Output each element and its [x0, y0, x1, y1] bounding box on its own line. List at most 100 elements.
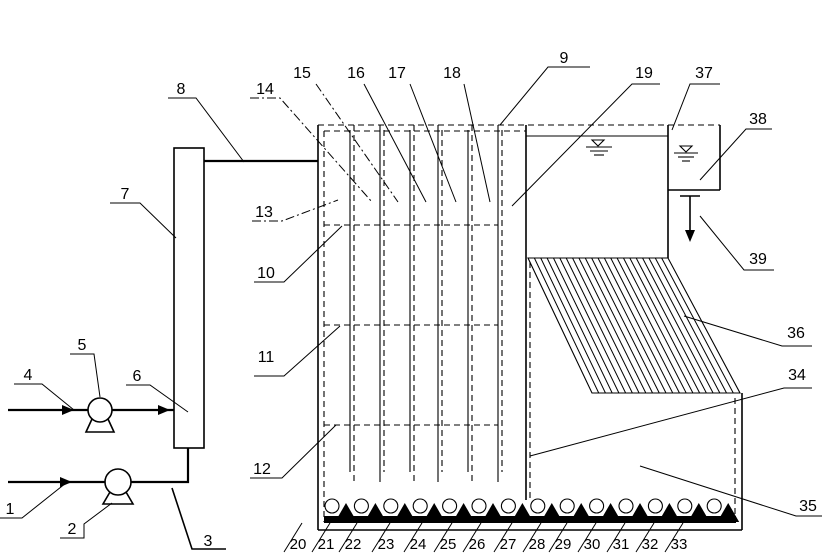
inclined-plate	[616, 257, 687, 394]
aeration-support-triangle	[364, 503, 387, 522]
aeration-diffuser	[471, 498, 487, 514]
leader-33	[664, 522, 684, 553]
aeration-diffuser	[706, 498, 722, 514]
label-11: 11	[258, 349, 275, 366]
label-39: 39	[749, 251, 767, 268]
label-16: 16	[347, 65, 365, 82]
label-23: 23	[378, 536, 395, 553]
inclined-plate	[661, 257, 734, 394]
label-15: 15	[293, 65, 311, 82]
aeration-diffuser	[647, 498, 663, 514]
inclined-plate	[540, 257, 606, 394]
label-1: 1	[6, 501, 15, 518]
leader-17	[409, 83, 457, 203]
label-32: 32	[642, 536, 659, 553]
leader-32	[635, 522, 655, 553]
label-22: 22	[345, 536, 362, 553]
label-9: 9	[560, 50, 569, 67]
inclined-plate	[610, 257, 680, 394]
leader-6	[126, 384, 189, 413]
leader-21	[311, 522, 331, 553]
aeration-diffuser	[589, 498, 605, 514]
leader-30	[577, 522, 597, 553]
leader-34	[529, 387, 812, 457]
inclined-plate	[565, 257, 633, 394]
inclined-plate	[654, 257, 727, 394]
label-24: 24	[410, 536, 427, 553]
inclined-plate-group	[533, 257, 734, 394]
inclined-plate	[584, 257, 653, 394]
label-29: 29	[555, 536, 572, 553]
leader-11	[254, 325, 341, 377]
aeration-band	[324, 498, 740, 523]
pump-2	[104, 468, 132, 496]
aeration-support-triangle	[629, 503, 651, 522]
inclined-plate	[546, 257, 613, 394]
aeration-diffuser	[353, 498, 369, 514]
leader-28	[522, 522, 542, 553]
leader-20	[283, 522, 303, 553]
label-26: 26	[469, 536, 486, 553]
label-13: 13	[255, 204, 273, 221]
aeration-support-triangle	[687, 503, 710, 522]
pump-5	[87, 397, 113, 423]
inclined-plate	[572, 257, 640, 394]
pump-2-outlet-line	[131, 448, 190, 484]
leader-29	[548, 522, 568, 553]
water-level-icon	[674, 145, 698, 162]
label-33: 33	[671, 536, 688, 553]
inclined-plate	[597, 257, 667, 394]
column-7	[173, 147, 205, 449]
inclined-plate	[553, 257, 620, 394]
aeration-diffuser	[500, 498, 516, 514]
leader-14	[250, 97, 373, 203]
inclined-plate	[623, 257, 694, 394]
aeration-support-triangle	[393, 503, 416, 522]
leader-36	[683, 315, 812, 347]
aeration-support-triangle	[482, 503, 504, 522]
inclined-plate	[559, 257, 627, 394]
leader-23	[371, 522, 391, 553]
leader-18	[463, 83, 491, 203]
leader-19	[511, 83, 660, 207]
water-level-icon	[586, 139, 612, 156]
leader-15	[315, 83, 399, 203]
aeration-diffuser	[442, 498, 458, 514]
feed-system	[8, 147, 318, 505]
leader-16	[363, 83, 427, 203]
aeration-support-triangle	[658, 503, 681, 522]
aeration-support-triangle	[335, 503, 357, 522]
aeration-diffuser	[530, 498, 546, 514]
label-25: 25	[440, 536, 457, 553]
aeration-support-triangle	[423, 503, 446, 522]
inclined-plate	[578, 257, 647, 394]
label-35: 35	[799, 498, 817, 515]
aeration-support-triangle	[570, 503, 593, 522]
aeration-support-triangle	[511, 503, 534, 522]
inlet-arrow-1	[60, 477, 72, 487]
inclined-plate	[642, 257, 714, 394]
leader-8	[168, 97, 245, 163]
leader-37	[671, 83, 720, 131]
label-17: 17	[388, 65, 406, 82]
inclined-plate	[603, 257, 674, 394]
leader-10	[254, 225, 343, 283]
label-28: 28	[529, 536, 546, 553]
pump-2-base	[101, 491, 135, 505]
leader-9	[499, 66, 590, 126]
leader-7	[110, 202, 177, 239]
label-7: 7	[121, 186, 130, 203]
leader-4	[14, 383, 75, 411]
aeration-support-triangle	[599, 503, 622, 522]
leader-22	[338, 522, 358, 553]
label-27: 27	[500, 536, 517, 553]
aeration-support-triangle	[717, 503, 740, 522]
leader-39	[699, 215, 774, 271]
main-tank	[317, 124, 743, 531]
leader-26	[462, 522, 482, 553]
label-34: 34	[788, 367, 806, 384]
aeration-support-triangle	[452, 503, 475, 522]
label-8: 8	[177, 81, 186, 98]
bottom-leader-group	[283, 522, 684, 553]
leader-38	[699, 128, 772, 181]
